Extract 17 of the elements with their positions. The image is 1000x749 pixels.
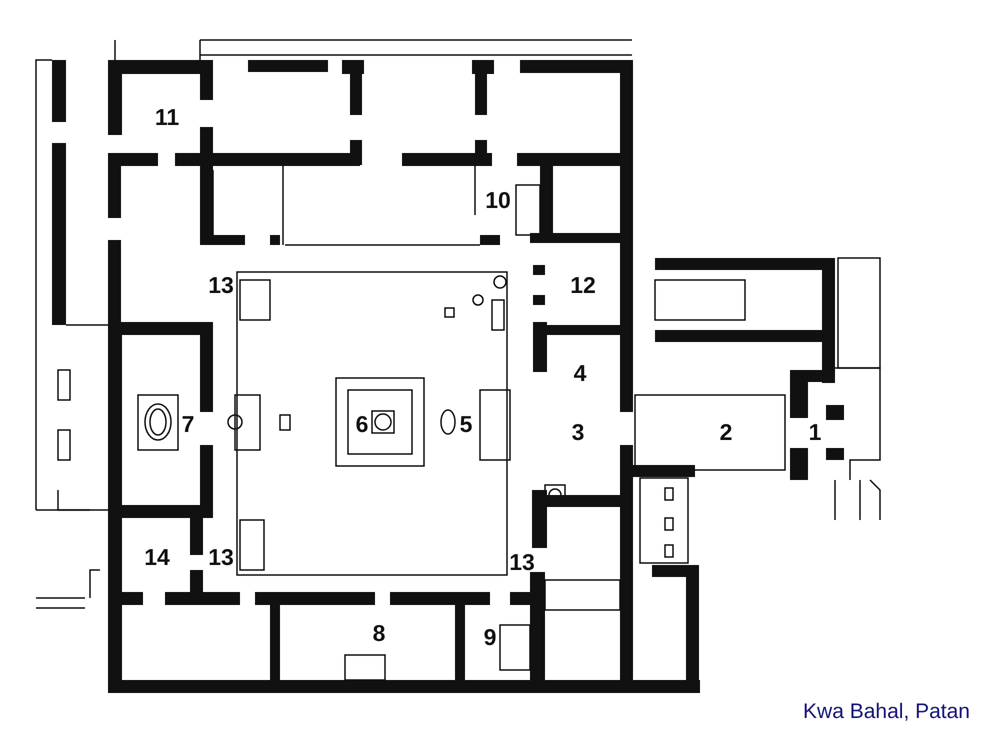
- callout-number: 9: [484, 625, 496, 649]
- callout-number: 8: [372, 621, 386, 645]
- callout-number: 3: [572, 420, 584, 444]
- caption: Kwa Bahal, Patan: [803, 700, 970, 724]
- callout-number: 6: [356, 412, 368, 436]
- callout-number: 14: [144, 545, 170, 569]
- callout-number: 13: [509, 550, 535, 574]
- callout-number: 1: [808, 420, 822, 444]
- callout-number: 12: [570, 273, 596, 297]
- callout-number: 7: [182, 412, 194, 436]
- callout-number: 10: [485, 188, 511, 212]
- callout-number: 13: [208, 545, 234, 569]
- callout-number: 5: [460, 412, 472, 436]
- callout-number: 11: [154, 105, 180, 129]
- callout-number: 13: [208, 273, 234, 297]
- callout-number: 2: [720, 420, 732, 444]
- callout-number: 4: [574, 361, 586, 385]
